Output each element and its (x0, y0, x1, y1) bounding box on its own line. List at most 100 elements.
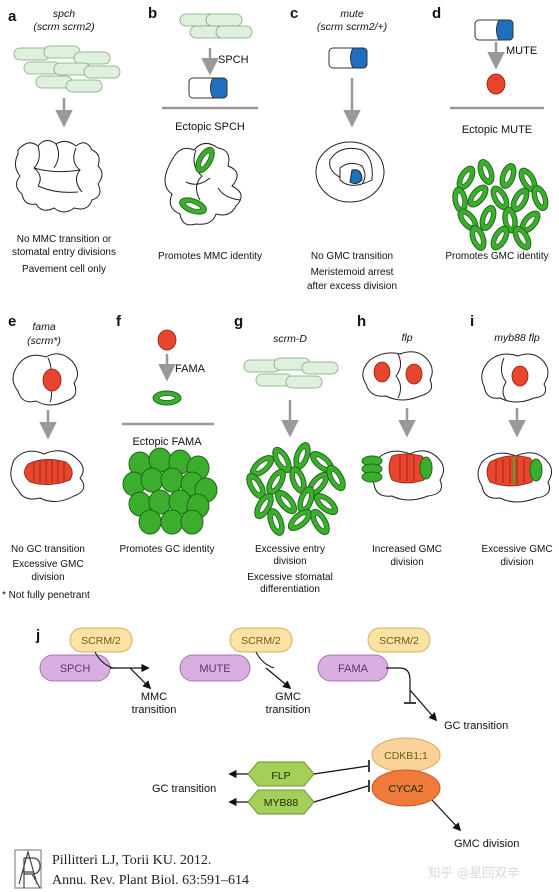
stoma (477, 159, 495, 185)
stomata-cluster (246, 442, 346, 536)
panel-letter: j (35, 627, 40, 644)
panel-letter: g (234, 313, 243, 330)
stoma (469, 225, 487, 251)
caption: Promotes MMC identity (158, 251, 262, 262)
panel-g: g scrm-D Excessive entry division Excess… (234, 313, 346, 595)
caption: Pavement cell only (22, 264, 106, 275)
citation-authors: Pillitteri LJ, Torii KU. 2012. (52, 853, 211, 868)
stoma (272, 446, 292, 474)
stoma (499, 163, 517, 189)
gmc-cells (362, 351, 433, 401)
gmc-nucleus (486, 73, 506, 95)
stoma (512, 225, 532, 251)
caption: Increased GMC (372, 544, 442, 555)
genotype-label: mute (340, 8, 364, 20)
caption: Excessive stomatal (247, 572, 333, 583)
stoma (490, 225, 510, 251)
mmc-transition-label: MMC (141, 691, 167, 703)
guard-cell (160, 509, 184, 535)
genotype-label: (scrm scrm2) (33, 21, 94, 33)
protoderm-cells (13, 45, 121, 93)
guard-cell-cluster (122, 447, 218, 535)
stoma (191, 143, 219, 177)
caption: division (500, 557, 533, 568)
activation-arrow (265, 667, 292, 690)
mute-node (179, 654, 251, 682)
meristemoid-cell (474, 19, 514, 41)
caption: differentiation (260, 584, 320, 595)
stoma (176, 194, 210, 218)
ectopic-header: Ectopic SPCH (175, 121, 245, 133)
panel-d: d MUTE Ectopic MUTE Promotes GMC identit… (432, 5, 549, 262)
meristemoid-cell (188, 77, 228, 99)
gc-transition-label: GC transition (444, 720, 508, 732)
fama-label: FAMA (338, 663, 369, 675)
scrm-node (69, 627, 133, 653)
panel-letter: e (8, 313, 16, 330)
stoma (518, 167, 538, 193)
panel-j-pathway: j SCRM/2 SPCH MMC transition SCRM/2 MUTE… (35, 627, 519, 850)
citation: Pillitteri LJ, Torii KU. 2012. Annu. Rev… (14, 849, 249, 889)
caption: Excessive entry (255, 544, 325, 555)
stomata-cluster (452, 159, 549, 251)
meristemoid-cell (328, 47, 368, 69)
guard-cell (140, 467, 164, 493)
panel-letter: f (116, 313, 122, 330)
stoma (313, 493, 339, 515)
stoma (287, 509, 313, 531)
cyca-node (371, 769, 441, 807)
gmc-cells (481, 353, 549, 403)
stoma (152, 390, 182, 406)
annual-reviews-logo (14, 849, 42, 889)
spch-label: SPCH (60, 663, 91, 675)
mmc-cells (164, 143, 242, 226)
inhibition-line (313, 765, 369, 775)
panel-letter: d (432, 5, 441, 22)
caption: Excessive GMC (12, 559, 83, 570)
cyca-label: CYCA2 (388, 783, 423, 795)
mute-label: MUTE (199, 663, 230, 675)
panel-c: c mute (scrm scrm2/+) No GMC transition … (290, 5, 397, 292)
arrow-label: MUTE (506, 45, 537, 57)
panel-letter: a (8, 8, 17, 25)
gc-transition-label: GC transition (152, 783, 216, 795)
guard-cell (180, 509, 204, 535)
genotype-label: flp (401, 332, 412, 344)
inhibition-line (313, 785, 369, 803)
genotype-label: (scrm*) (27, 335, 61, 347)
scrm-label: SCRM/2 (379, 635, 419, 647)
stoma (457, 208, 479, 232)
guard-cell (138, 509, 162, 535)
caption: division (390, 557, 423, 568)
stoma (267, 508, 285, 536)
panel-letter: h (357, 313, 366, 330)
flp-label: FLP (271, 770, 290, 782)
caption: No GC transition (11, 544, 85, 555)
stoma (293, 442, 311, 470)
protoderm-cells (179, 13, 253, 39)
panel-a: a spch (scrm scrm2) No MMC transition or… (8, 8, 121, 275)
caption: No MMC transition or (17, 234, 112, 245)
stoma (275, 489, 297, 515)
citation-journal: Annu. Rev. Plant Biol. 63:591–614 (52, 873, 249, 888)
panel-b: b SPCH Ectopic SPCH Promotes MMC identit… (148, 5, 262, 262)
scrm-node (367, 627, 431, 653)
caption: division (31, 572, 64, 583)
excess-gmc-division (477, 452, 552, 503)
myb88-label: MYB88 (264, 797, 299, 809)
footnote: * Not fully penetrant (2, 590, 90, 601)
stoma (467, 184, 489, 208)
genotype-label: myb88 flp (494, 332, 540, 344)
ectopic-header: Ectopic MUTE (462, 124, 532, 136)
gmc-division-label: GMC division (454, 838, 519, 850)
scrm-label: SCRM/2 (81, 635, 121, 647)
increased-gmc-division (361, 450, 444, 501)
scrm-label: SCRM/2 (241, 635, 281, 647)
panel-i: i myb88 flp Excessive GMC division (470, 313, 553, 568)
panel-h: h flp Increased GMC division (357, 313, 444, 568)
gmc-transition-label: GMC (275, 691, 301, 703)
caption: division (273, 556, 306, 567)
stoma (531, 185, 549, 211)
gmc-cells (12, 353, 78, 406)
